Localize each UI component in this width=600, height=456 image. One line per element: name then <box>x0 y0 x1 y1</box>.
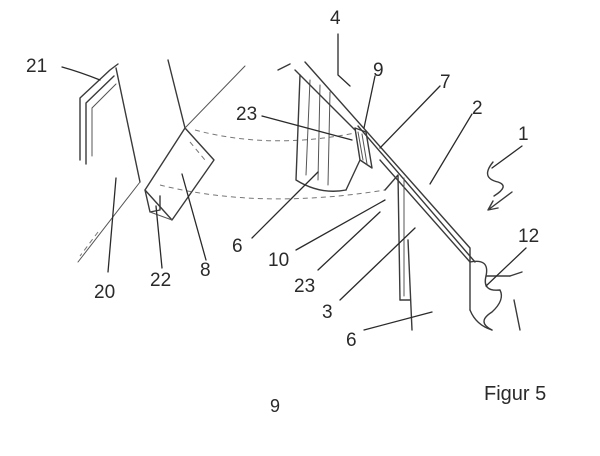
wedge-9 <box>345 127 373 191</box>
ref-21: 21 <box>26 56 47 77</box>
plate-3 <box>384 174 413 331</box>
ref-2: 2 <box>472 98 483 119</box>
direction-symbol <box>486 161 504 197</box>
page-number: 9 <box>270 396 280 416</box>
dashed-arc-upper <box>194 129 356 142</box>
ref-23-lower: 23 <box>294 276 315 297</box>
clip-8 <box>144 65 246 221</box>
ref-3: 3 <box>322 302 333 323</box>
direction-arrow <box>487 191 513 211</box>
leader-lines <box>61 33 527 331</box>
ref-12: 12 <box>518 226 539 247</box>
ref-1: 1 <box>518 124 529 145</box>
ref-10: 10 <box>268 250 289 271</box>
dashed-arc-lower <box>159 184 386 200</box>
ref-23-upper: 23 <box>236 104 257 125</box>
rail-2 <box>277 61 476 311</box>
element-20 <box>77 59 186 263</box>
ref-22: 22 <box>150 270 171 291</box>
ref-9: 9 <box>373 60 384 81</box>
ref-20: 20 <box>94 282 115 303</box>
post-6 <box>295 74 347 192</box>
figure-caption: Figur 5 <box>484 383 546 405</box>
ref-6-lower: 6 <box>346 330 357 351</box>
ref-4: 4 <box>330 8 341 29</box>
ref-6-upper: 6 <box>232 236 243 257</box>
broken-end-12 <box>469 260 523 331</box>
ref-8: 8 <box>200 260 211 281</box>
bracket-21 <box>79 63 119 165</box>
ref-7: 7 <box>440 72 451 93</box>
